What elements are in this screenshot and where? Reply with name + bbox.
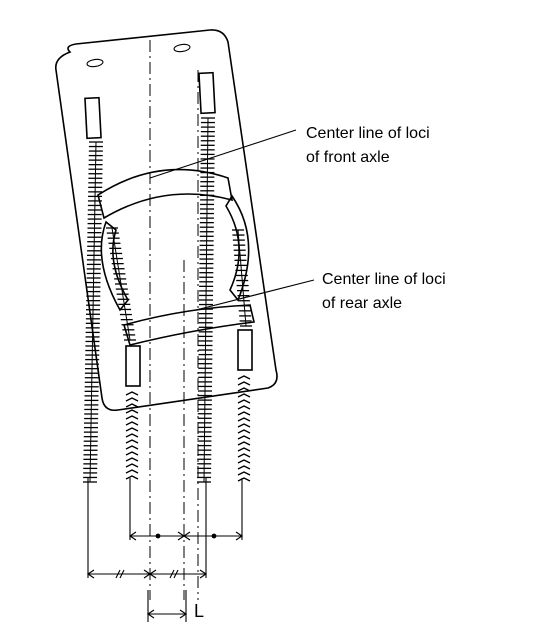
rear-wheel-left <box>125 345 141 387</box>
front-axle-label-line1: Center line of loci <box>306 125 430 142</box>
vehicle-body-outline <box>54 29 278 412</box>
front-hole-left <box>86 58 104 68</box>
track-front-right <box>197 117 215 483</box>
rear-turntable-bottom <box>122 304 255 346</box>
track-rear-left-upper <box>106 227 136 341</box>
rear-wheel-right <box>237 329 253 371</box>
front-axle-label-line2: of front axle <box>306 149 390 166</box>
offset-label: L <box>194 601 205 621</box>
dimension-front-track <box>87 478 207 579</box>
dimension-rear-track <box>129 478 243 541</box>
rear-axle-leader <box>195 279 315 311</box>
front-hole-right <box>173 43 191 53</box>
front-turntable-top <box>97 168 234 220</box>
track-rear-right-chevrons <box>237 375 251 482</box>
front-axle-leader <box>149 129 297 179</box>
front-wheel-left <box>84 96 102 140</box>
side-arc-right <box>225 194 250 302</box>
front-wheel-right <box>198 71 216 115</box>
side-arc-left <box>100 220 129 312</box>
dimension-offset-L <box>147 590 187 622</box>
track-front-left <box>83 141 103 483</box>
rear-axle-label-line2: of rear axle <box>322 295 403 312</box>
track-rear-right-upper <box>232 229 252 327</box>
rear-axle-label-line1: Center line of loci <box>322 271 446 288</box>
tire-tracks <box>83 117 252 483</box>
track-rear-left-chevrons <box>125 391 139 480</box>
